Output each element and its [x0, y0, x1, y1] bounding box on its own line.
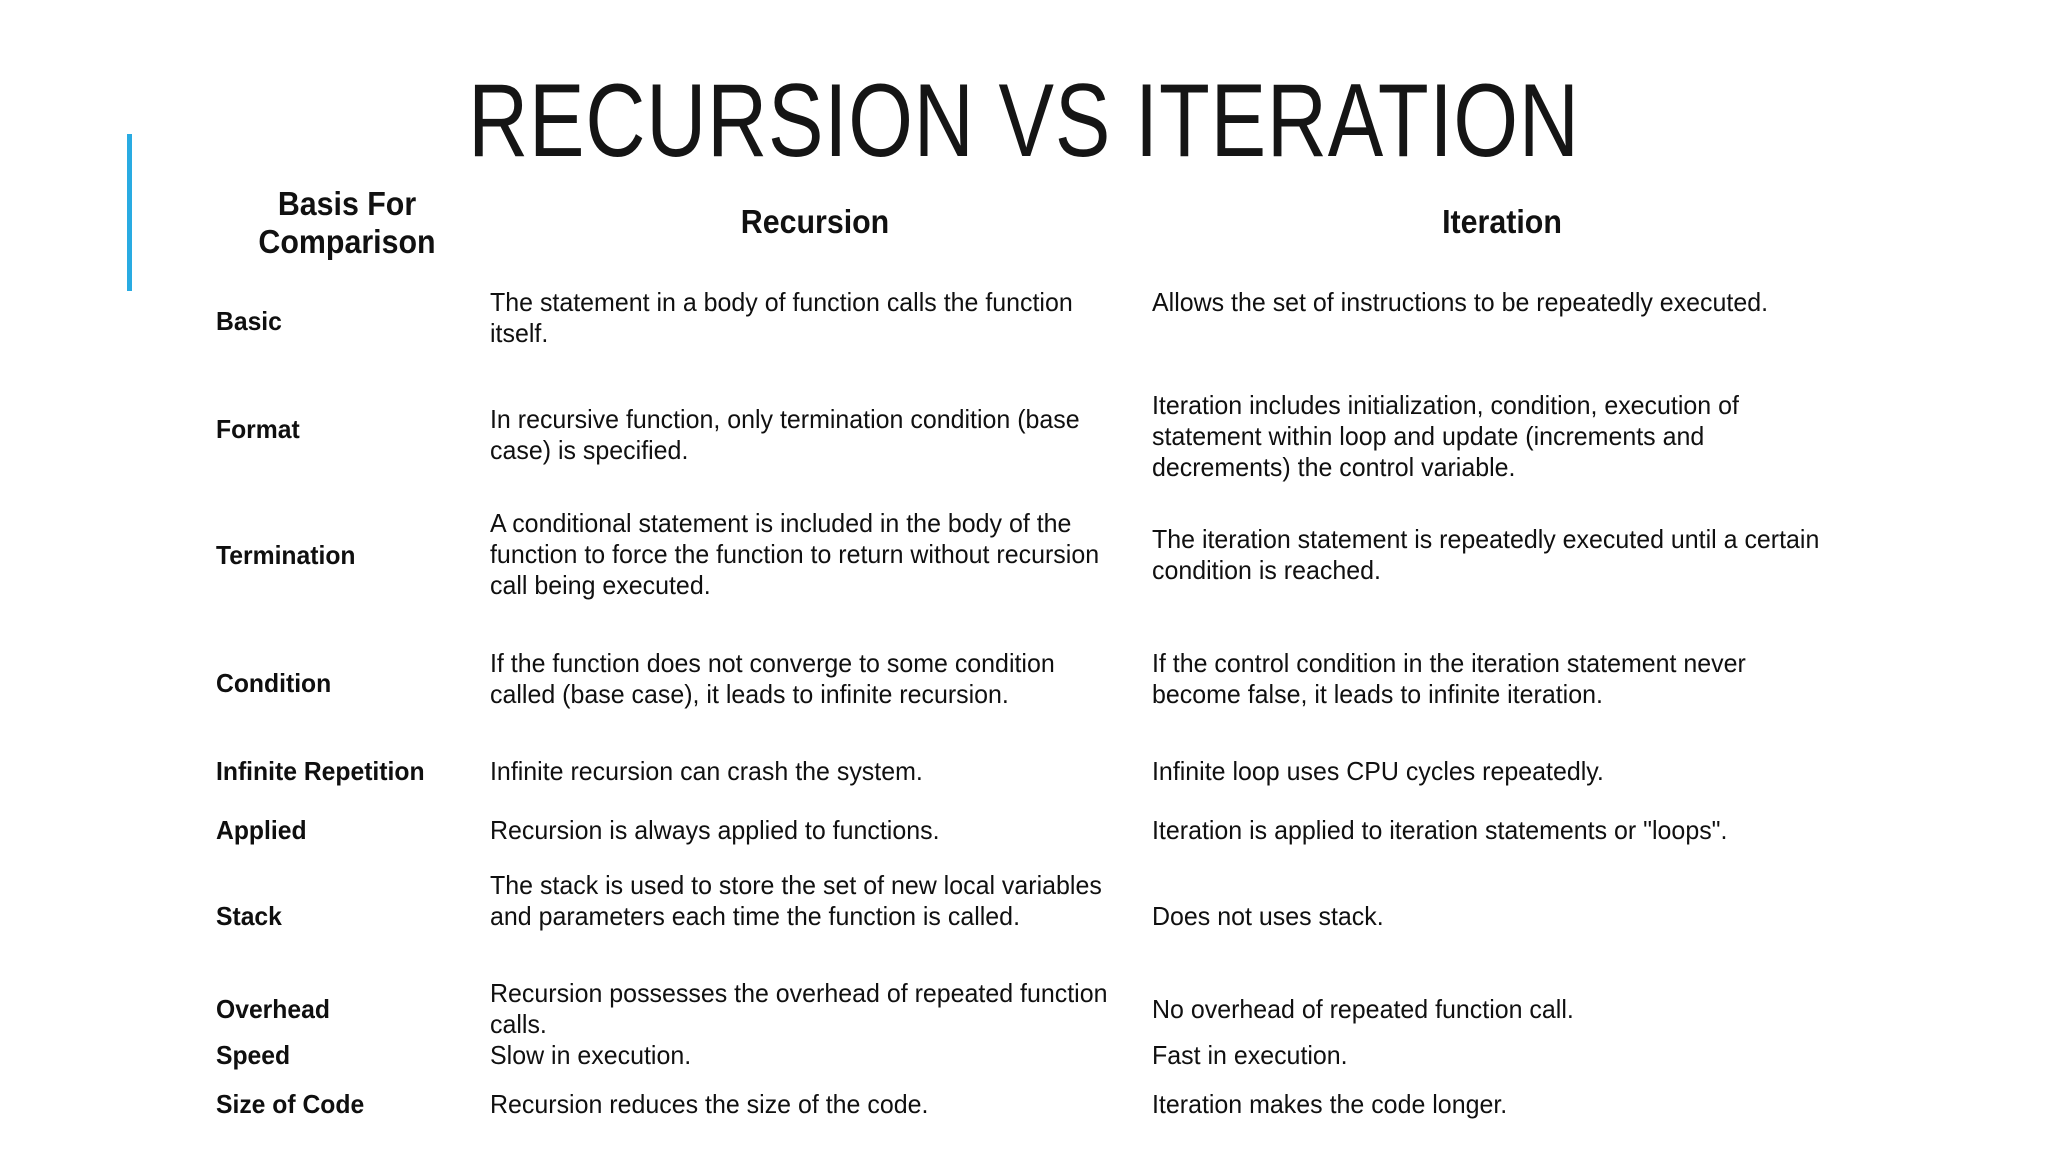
page-title: RECURSION VS ITERATION	[468, 62, 1580, 179]
row-label: Size of Code	[216, 1089, 365, 1119]
column-header-iteration: Iteration	[1442, 203, 1562, 240]
row-recursion-text: Recursion reduces the size of the code.	[490, 1089, 929, 1119]
row-recursion-text: Recursion is always applied to functions…	[490, 815, 940, 845]
column-header-basis-line1: Basis For	[277, 185, 417, 222]
row-iteration-text: Iteration is applied to iteration statem…	[1152, 815, 1728, 845]
row-label: Infinite Repetition	[216, 756, 425, 786]
table-header-row: Basis For Comparison Recursion Iteration	[0, 185, 2048, 265]
row-label: Condition	[216, 668, 332, 698]
row-recursion-text: Slow in execution.	[490, 1040, 692, 1070]
row-recursion-text: The stack is used to store the set of ne…	[490, 870, 1102, 931]
row-recursion-text: A conditional statement is included in t…	[490, 508, 1100, 600]
row-label: Termination	[216, 540, 356, 570]
row-recursion-text: If the function does not converge to som…	[490, 648, 1055, 709]
row-iteration-text: Iteration makes the code longer.	[1152, 1089, 1508, 1119]
accent-bar	[127, 134, 132, 291]
row-iteration-text: If the control condition in the iteratio…	[1152, 648, 1746, 709]
row-label: Basic	[216, 306, 282, 336]
row-label: Format	[216, 414, 300, 444]
row-label: Speed	[216, 1040, 291, 1070]
column-header-basis-line2: Comparison	[258, 223, 436, 260]
row-recursion-text: The statement in a body of function call…	[490, 287, 1073, 348]
row-iteration-text: Iteration includes initialization, condi…	[1152, 390, 1739, 482]
row-label: Stack	[216, 901, 282, 931]
column-header-recursion: Recursion	[740, 203, 890, 240]
row-recursion-text: In recursive function, only termination …	[490, 404, 1080, 465]
row-label: Overhead	[216, 994, 330, 1024]
row-iteration-text: No overhead of repeated function call.	[1152, 994, 1574, 1024]
row-iteration-text: Allows the set of instructions to be rep…	[1152, 287, 1769, 317]
row-recursion-text: Recursion possesses the overhead of repe…	[490, 978, 1108, 1039]
row-iteration-text: The iteration statement is repeatedly ex…	[1152, 524, 1820, 585]
column-header-basis: Basis For Comparison	[226, 185, 467, 261]
row-iteration-text: Fast in execution.	[1152, 1040, 1348, 1070]
row-iteration-text: Does not uses stack.	[1152, 901, 1384, 931]
row-label: Applied	[216, 815, 307, 845]
row-iteration-text: Infinite loop uses CPU cycles repeatedly…	[1152, 756, 1604, 786]
row-recursion-text: Infinite recursion can crash the system.	[490, 756, 923, 786]
